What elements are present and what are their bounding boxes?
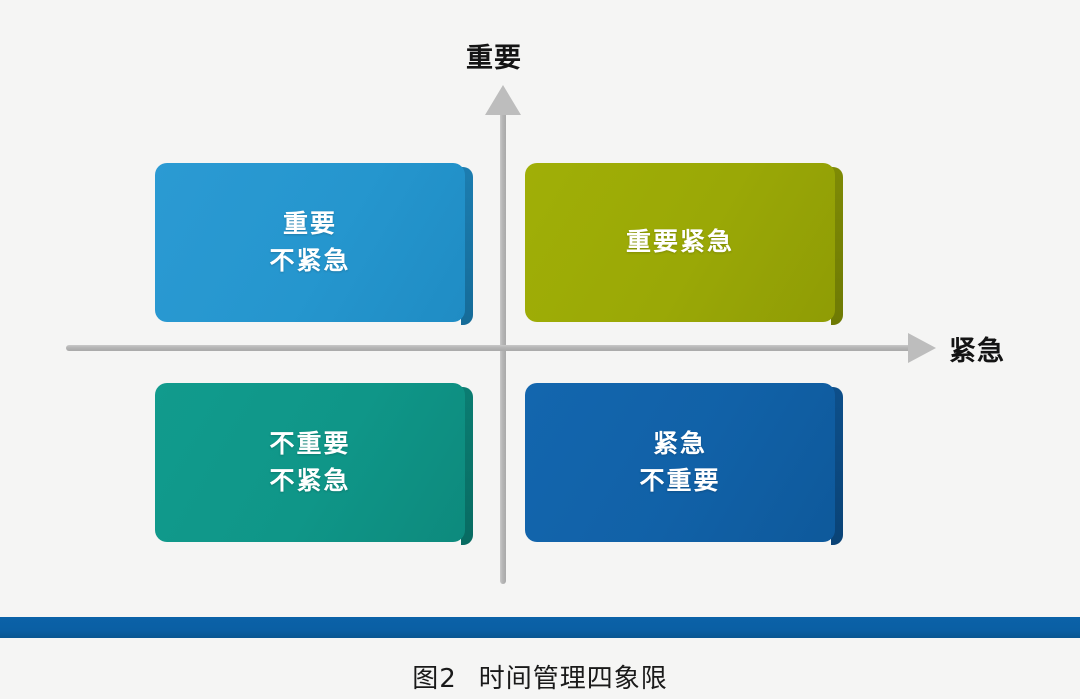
- quadrant-important-urgent[interactable]: 重要紧急: [525, 163, 843, 325]
- quadrant-label-line1: 不重要: [269, 429, 351, 459]
- horizontal-axis-arrow-icon: [908, 333, 936, 363]
- figure-caption-number: 图2: [412, 664, 457, 694]
- bottom-rule-divider: [0, 617, 1080, 638]
- quadrant-side-shadow: [831, 167, 843, 325]
- quadrant-label-line1: 紧急: [652, 429, 707, 459]
- quadrant-side-shadow: [461, 387, 473, 545]
- figure-caption-title: 时间管理四象限: [478, 664, 668, 694]
- quadrant-label-line1: 重要紧急: [625, 227, 734, 257]
- quadrant-side-shadow: [831, 387, 843, 545]
- horizontal-axis-label: 紧急: [949, 336, 1005, 367]
- quadrant-side-shadow: [461, 167, 473, 325]
- vertical-axis-label: 重要: [466, 43, 522, 74]
- quadrant-important-not-urgent[interactable]: 重要 不紧急: [155, 163, 473, 325]
- quadrant-urgent-not-important[interactable]: 紧急 不重要: [525, 383, 843, 545]
- quadrant-label-line2: 不重要: [639, 465, 721, 495]
- quadrant-label-line2: 不紧急: [269, 245, 351, 275]
- quadrant-not-important-not-urgent[interactable]: 不重要 不紧急: [155, 383, 473, 545]
- quadrant-label-line1: 重要: [282, 209, 337, 239]
- horizontal-axis-line: [66, 345, 914, 351]
- quadrant-label-line2: 不紧急: [269, 465, 351, 495]
- vertical-axis-arrow-icon: [485, 85, 521, 115]
- figure-caption: 图2 时间管理四象限: [0, 658, 1080, 695]
